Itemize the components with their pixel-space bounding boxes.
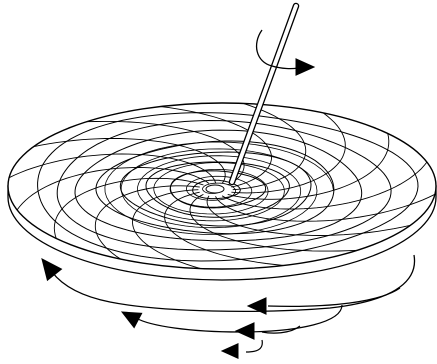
bottom-arrow-head [222, 344, 238, 358]
lower-arrow-head [122, 312, 142, 328]
stir-arrow-head [296, 59, 314, 75]
vortex-core [206, 185, 224, 193]
rim-arrow-line [268, 288, 400, 306]
small-arrow-head [236, 323, 254, 339]
small-arrow-line [262, 326, 300, 333]
bottom-arrow-line [246, 340, 262, 352]
rotation-arrow-head [42, 259, 61, 280]
